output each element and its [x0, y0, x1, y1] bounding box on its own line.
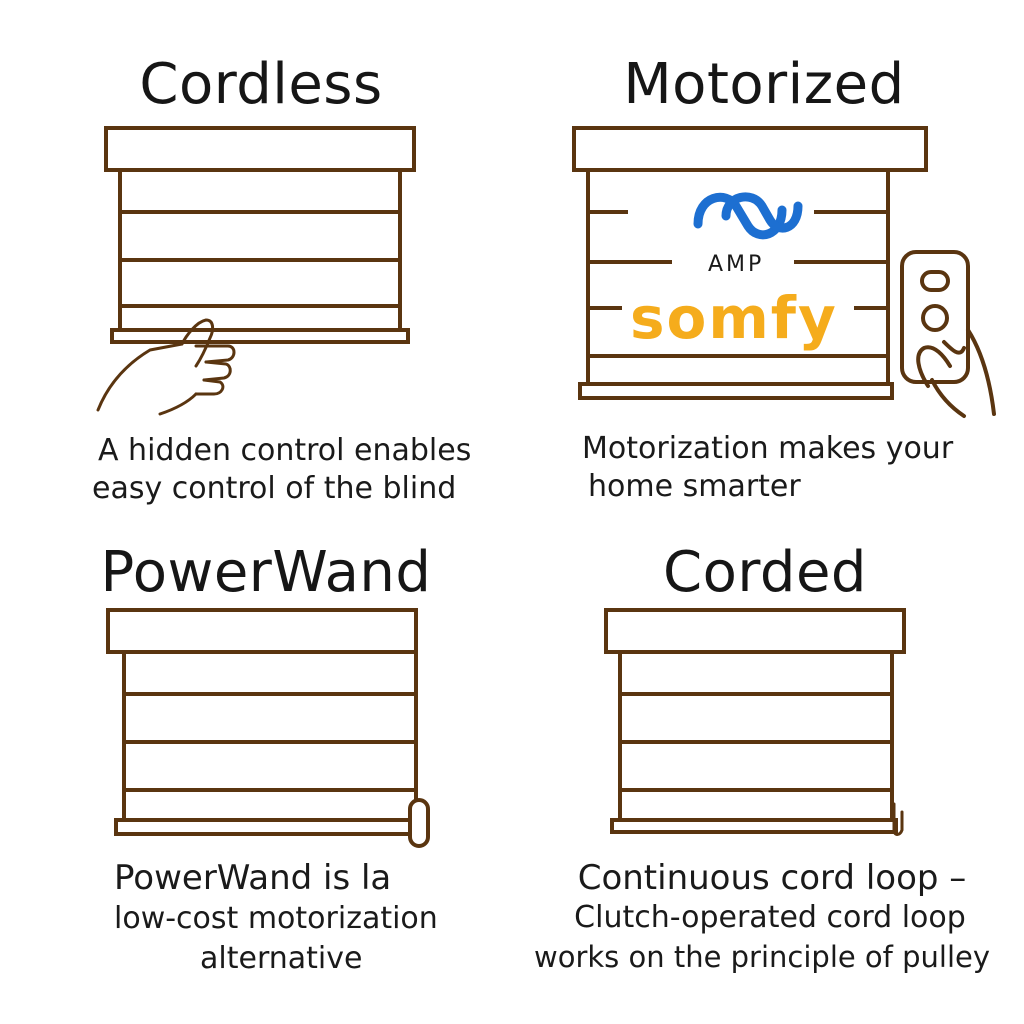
powerwand-blind-illustration [106, 608, 430, 848]
amp-logo-text: AMP [708, 252, 765, 277]
corded-caption-line: Clutch-operated cord loop [574, 900, 966, 935]
motorized-title: Motorized [623, 52, 905, 117]
powerwand-caption-line: low-cost motorization [114, 901, 438, 936]
cordless-title: Cordless [139, 52, 383, 117]
powerwand-caption: PowerWand is la low-cost motorization al… [114, 858, 438, 978]
remote-control-icon [900, 250, 996, 418]
power-wand-icon [408, 798, 430, 848]
corded-caption-line: works on the principle of pulley [533, 940, 991, 974]
cord-loop-icon [892, 802, 904, 836]
corded-title: Corded [663, 540, 867, 605]
panel-corded: Corded Continuous cord loop – Clutch-ope… [512, 512, 1024, 1024]
powerwand-caption-line: alternative [200, 941, 363, 976]
cordless-caption-line: easy control of the blind [92, 471, 457, 506]
cordless-caption-line: A hidden control enables [98, 433, 472, 468]
motorized-blind-illustration [572, 126, 928, 400]
amp-logo-icon [693, 192, 803, 240]
powerwand-title: PowerWand [100, 540, 432, 605]
panel-powerwand: PowerWand PowerWand is la low-cost motor… [0, 512, 512, 1024]
corded-blind-illustration [604, 608, 906, 836]
corded-caption-line: Continuous cord loop – [577, 858, 967, 898]
motorized-caption: Motorization makes your home smarter [582, 430, 953, 506]
panel-motorized: Motorized AMP somfy [512, 0, 1024, 512]
motorized-caption-line: Motorization makes your [582, 431, 954, 466]
powerwand-caption-line: PowerWand is la [114, 858, 392, 898]
somfy-logo: somfy [630, 284, 838, 352]
motorized-caption-line: home smarter [588, 469, 801, 504]
corded-caption: Continuous cord loop – Clutch-operated c… [520, 858, 1004, 976]
panel-cordless: Cordless A hidden control enables easy c… [0, 0, 512, 512]
cordless-blind-illustration [96, 126, 416, 416]
cordless-caption: A hidden control enables easy control of… [92, 432, 471, 508]
hand-pulling-bar-icon [96, 318, 236, 416]
